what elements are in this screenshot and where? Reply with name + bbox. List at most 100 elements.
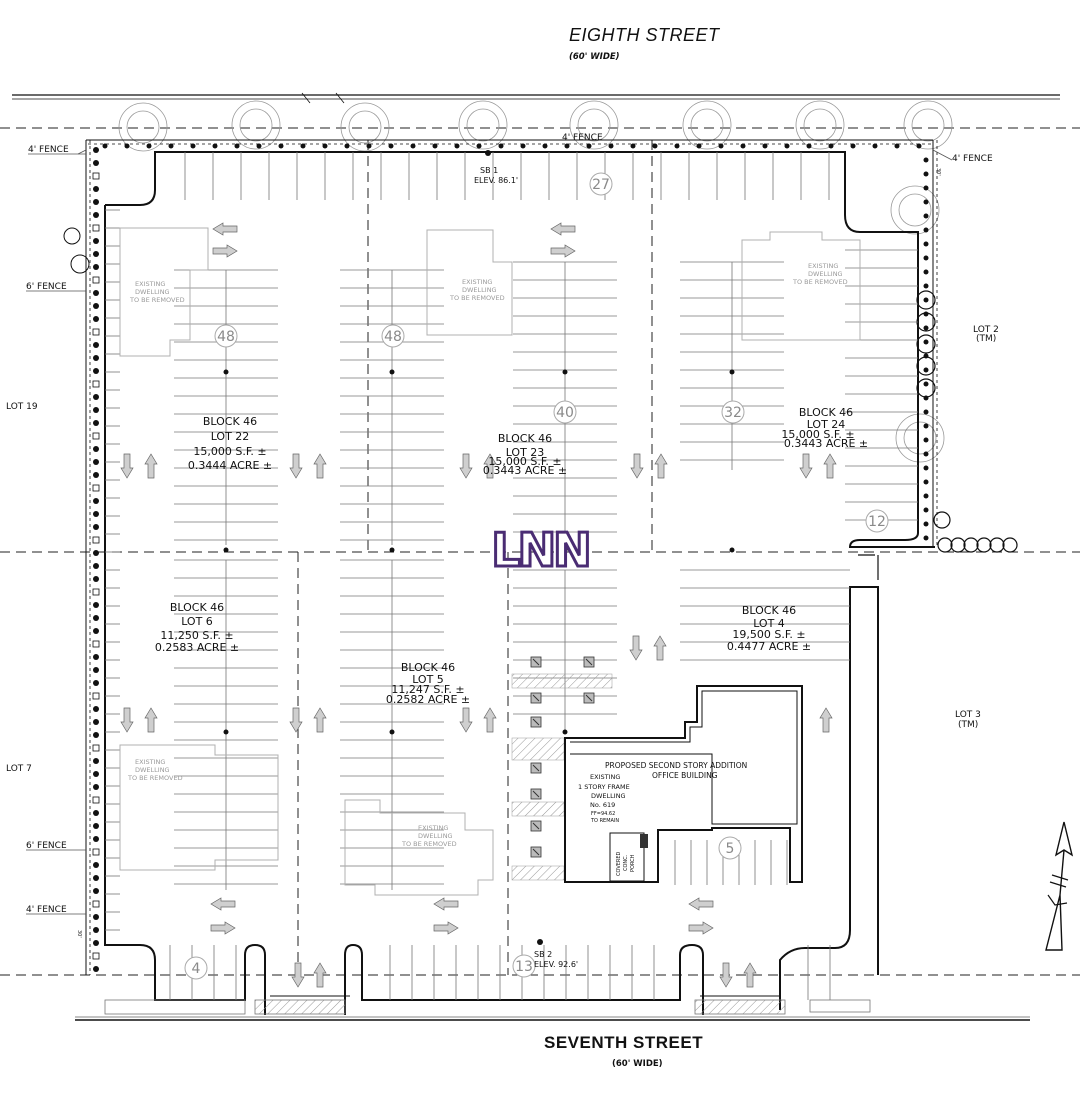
traffic-arrow	[823, 453, 837, 479]
parking-stall-lines	[105, 152, 918, 1000]
stall-island-nodes	[223, 369, 735, 735]
shrub-marker	[212, 143, 218, 149]
shrub-marker	[168, 143, 174, 149]
accessible-stall-marker	[532, 658, 540, 666]
shrub-marker	[93, 212, 99, 218]
shrub-marker	[92, 380, 100, 388]
shrub-marker	[432, 143, 438, 149]
shrub-marker	[652, 143, 658, 149]
space-count: 32	[724, 405, 742, 421]
shrub-marker	[93, 654, 99, 660]
svg-text:BLOCK 46: BLOCK 46	[170, 601, 224, 614]
svg-text:SB 1: SB 1	[480, 166, 498, 175]
shrub-marker	[256, 143, 262, 149]
shrub-marker	[806, 143, 812, 149]
svg-text:1 STORY FRAME: 1 STORY FRAME	[578, 783, 630, 791]
shrub-marker	[92, 432, 100, 440]
shrub-marker	[923, 283, 929, 289]
shrub-marker	[93, 602, 99, 608]
shrub-marker	[102, 143, 108, 149]
shrub-marker	[322, 143, 328, 149]
shrub-marker	[93, 524, 99, 530]
traffic-arrow	[289, 453, 303, 479]
shrub-marker	[92, 900, 100, 908]
shrub-marker	[92, 328, 100, 336]
shrub-marker	[93, 628, 99, 634]
svg-text:11,250 S.F. ±: 11,250 S.F. ±	[160, 629, 233, 642]
shrub-marker	[93, 407, 99, 413]
svg-text:ELEV. 86.1': ELEV. 86.1'	[474, 176, 518, 185]
shrub-marker	[92, 692, 100, 700]
shrub-marker	[93, 966, 99, 972]
traffic-arrow	[120, 707, 134, 733]
traffic-arrow	[313, 707, 327, 733]
shrub-marker	[916, 378, 936, 398]
shrub-marker	[93, 550, 99, 556]
shrub-marker	[93, 836, 99, 842]
shrub-marker	[923, 297, 929, 303]
soil-boring-sb2: SB 2 ELEV. 92.6'	[534, 939, 578, 969]
svg-text:EXISTING: EXISTING	[590, 773, 620, 781]
shrub-marker	[923, 325, 929, 331]
shrub-marker	[718, 143, 724, 149]
traffic-arrow	[459, 453, 473, 479]
shrub-marker	[93, 771, 99, 777]
shrub-marker	[93, 355, 99, 361]
svg-text:4' FENCE: 4' FENCE	[28, 145, 69, 155]
shrub-marker	[828, 143, 834, 149]
north-arrow-icon	[1045, 821, 1074, 951]
svg-text:DWELLING: DWELLING	[135, 288, 170, 296]
shrub-marker	[498, 143, 504, 149]
svg-text:DWELLING: DWELLING	[591, 792, 626, 800]
traffic-arrow	[291, 962, 305, 988]
shrub-marker	[93, 160, 99, 166]
shrub-marker	[93, 615, 99, 621]
shrub-marker	[93, 823, 99, 829]
shrub-marker	[93, 862, 99, 868]
svg-text:(TM): (TM)	[976, 334, 996, 344]
accessible-stall-marker	[585, 694, 593, 702]
accessible-stall-marker	[532, 694, 540, 702]
shrub-marker	[93, 472, 99, 478]
shrub-marker	[93, 290, 99, 296]
svg-text:BLOCK 46: BLOCK 46	[401, 661, 455, 674]
space-count: 5	[726, 841, 735, 857]
shrub-marker	[190, 143, 196, 149]
svg-text:EXISTING: EXISTING	[135, 758, 165, 766]
shrub-marker	[93, 888, 99, 894]
svg-text:OFFICE BUILDING: OFFICE BUILDING	[652, 771, 718, 780]
shrub-marker	[234, 143, 240, 149]
shrub-marker	[93, 342, 99, 348]
shrub-marker	[923, 479, 929, 485]
svg-text:LOT 3: LOT 3	[955, 710, 981, 720]
shrub-marker	[923, 255, 929, 261]
traffic-arrow	[313, 962, 327, 988]
shrub-marker	[93, 784, 99, 790]
svg-text:0.3443 ACRE ±: 0.3443 ACRE ±	[784, 437, 868, 450]
svg-text:19,500 S.F. ±: 19,500 S.F. ±	[732, 628, 805, 641]
proposed-building-labels: PROPOSED SECOND STORY ADDITION OFFICE BU…	[578, 761, 747, 876]
svg-text:0.3443 ACRE ±: 0.3443 ACRE ±	[483, 464, 567, 477]
proposed-building	[564, 685, 803, 883]
shrub-marker	[916, 356, 936, 376]
traffic-arrow	[653, 635, 667, 661]
shrub-marker	[93, 186, 99, 192]
svg-text:LOT 6: LOT 6	[181, 615, 213, 628]
svg-text:EXISTING: EXISTING	[418, 824, 448, 832]
shrub-marker	[93, 940, 99, 946]
shrub-marker	[976, 537, 992, 553]
seventh-street-name: SEVENTH STREET	[544, 1033, 703, 1052]
shrub-marker	[923, 311, 929, 317]
shrub-marker	[93, 199, 99, 205]
watermark-logo: LNN	[491, 523, 588, 577]
svg-text:BLOCK 46: BLOCK 46	[742, 604, 796, 617]
lot-22-label: BLOCK 46 LOT 22 15,000 S.F. ± 0.3444 ACR…	[188, 415, 272, 472]
shrub-marker	[146, 143, 152, 149]
shrub-marker	[476, 143, 482, 149]
space-count: 48	[217, 329, 235, 345]
lot-6-label: BLOCK 46 LOT 6 11,250 S.F. ± 0.2583 ACRE…	[155, 601, 239, 654]
svg-text:LOT 4: LOT 4	[753, 617, 785, 630]
traffic-arrow	[313, 453, 327, 479]
shrub-marker	[696, 143, 702, 149]
